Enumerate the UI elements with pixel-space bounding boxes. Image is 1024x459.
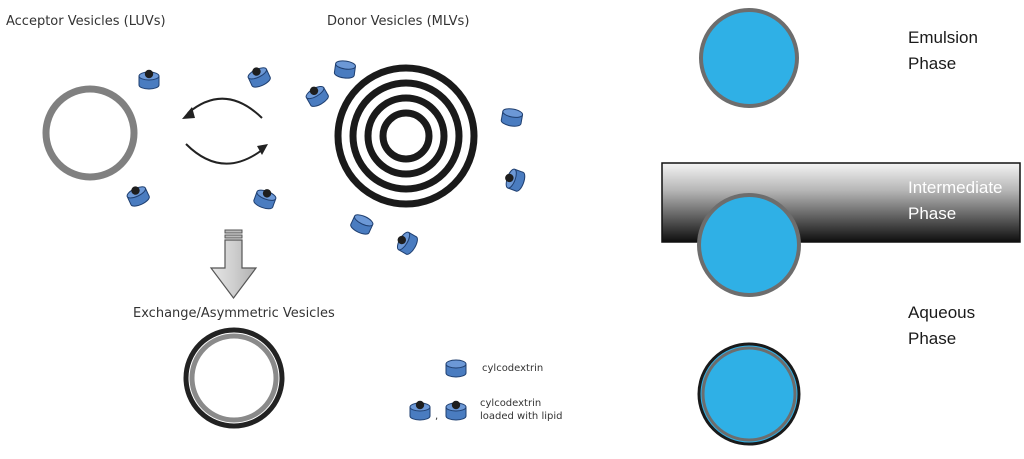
aqueous-droplet-outer-leaflet <box>701 346 797 442</box>
cyclodextrin-loaded <box>303 82 330 109</box>
legend-loaded-icon-1 <box>410 401 430 420</box>
aqueous-line2: Phase <box>908 329 957 348</box>
legend-loaded-line2: loaded with lipid <box>480 411 563 422</box>
cyclodextrin <box>500 106 524 129</box>
acceptor-vesicle <box>42 85 138 181</box>
intermediate-phase-label: Intermediate Phase <box>908 175 1003 227</box>
exchange-cycle-arrows <box>185 97 263 165</box>
cyclodextrin-loaded <box>139 70 159 89</box>
intermediate-droplet <box>697 193 801 297</box>
cyclodextrin <box>348 212 375 237</box>
emulsion-line2: Phase <box>908 54 957 73</box>
asymmetric-vesicle <box>183 327 285 429</box>
asymmetric-vesicle-inner-leaflet <box>189 333 279 423</box>
legend-loaded-label: cylcodextrin loaded with lipid <box>480 397 562 423</box>
legend-loaded-icon-2 <box>446 401 466 420</box>
cyclodextrin-loaded <box>393 229 420 256</box>
legend-loaded-line1: cylcodextrin <box>480 398 542 409</box>
acceptor-title: Acceptor Vesicles (LUVs) <box>6 14 166 29</box>
cyclodextrin-loaded <box>125 183 151 209</box>
aqueous-droplet <box>697 342 801 446</box>
cycle-arrowhead-top <box>182 107 195 119</box>
cyclodextrin <box>333 59 357 80</box>
cycle-arrowhead-bottom <box>257 144 268 155</box>
donor-title: Donor Vesicles (MLVs) <box>327 14 470 29</box>
exchange-title: Exchange/Asymmetric Vesicles <box>133 306 335 321</box>
legend-cyclodextrin-label: cylcodextrin <box>482 363 544 374</box>
emulsion-droplet <box>699 8 799 108</box>
legend-separator: , <box>435 411 439 422</box>
emulsion-phase-label: Emulsion Phase <box>908 25 978 77</box>
cyclodextrin-loaded <box>502 167 527 192</box>
emulsion-line1: Emulsion <box>908 28 978 47</box>
aqueous-phase-label: Aqueous Phase <box>908 300 975 352</box>
legend-cyclodextrin-icon <box>445 359 467 378</box>
aqueous-line1: Aqueous <box>908 303 976 322</box>
donor-vesicle <box>334 64 478 208</box>
down-arrow <box>209 229 258 299</box>
cyclodextrin-loaded <box>246 64 272 90</box>
intermediate-line2: Phase <box>908 204 957 223</box>
cyclodextrin-loaded <box>253 186 278 211</box>
cyclodextrin-molecules <box>125 59 527 256</box>
intermediate-line1: Intermediate <box>908 178 1003 197</box>
